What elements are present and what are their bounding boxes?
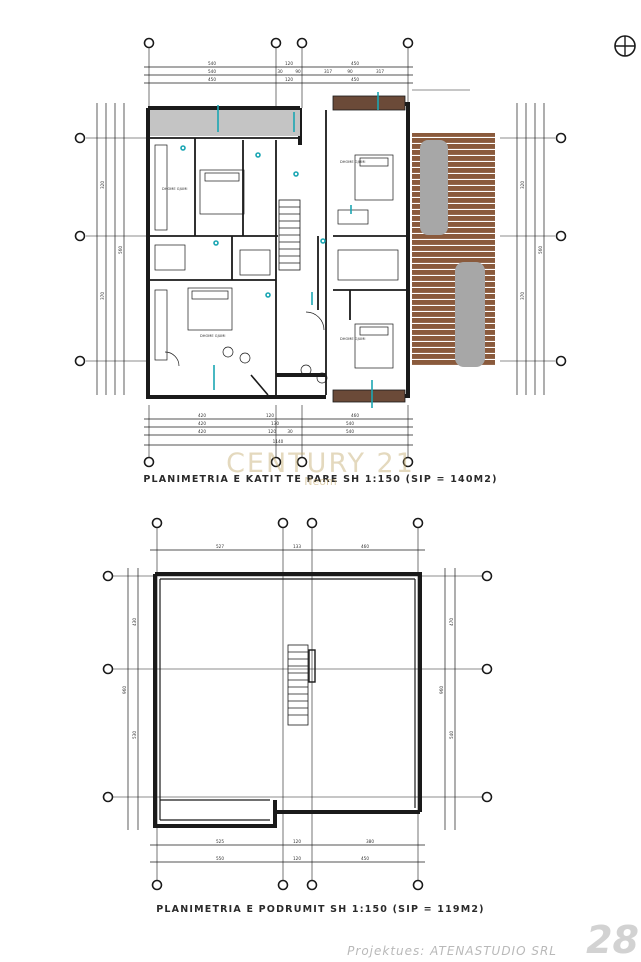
dim-label: 540 (346, 421, 354, 426)
basement-caption: PLANIMETRIA E PODRUMIT SH 1:150 (SIP = 1… (156, 904, 485, 915)
plan2-inner-walls (159, 578, 416, 821)
dim-label: 120 (268, 429, 276, 434)
plan1-bottom-dim-lines (144, 405, 413, 458)
dim-label: 420 (198, 413, 206, 418)
dim-label: 560 (538, 246, 543, 254)
plan1-top-axes (148, 48, 409, 108)
room-label: DHOME GJUMI (162, 187, 187, 191)
dim-label: 320 (520, 181, 525, 189)
plan1-axis-bubbles-right (555, 132, 567, 367)
dim-label: 30 (277, 69, 283, 74)
dim-label: 470 (449, 618, 454, 626)
dim-label: 370 (520, 292, 525, 300)
plan1-top-dim-lines (144, 66, 413, 84)
plan1-staircase (250, 199, 301, 396)
dim-label: 450 (208, 77, 216, 82)
dim-label: 90 (347, 69, 353, 74)
plan1-interior-walls (150, 110, 407, 395)
dim-label: 90 (295, 69, 301, 74)
dim-label: 540 (208, 69, 216, 74)
dim-label: 550 (216, 856, 224, 861)
dim-label: 450 (351, 61, 359, 66)
dim-label: 420 (198, 421, 206, 426)
dim-label: 380 (366, 839, 374, 844)
dim-label: 960 (122, 686, 127, 694)
tree-canopy-2 (455, 262, 485, 367)
dimension-labels: 540 120 450 540 30 90 317 90 317 450 120… (198, 61, 384, 861)
dim-label: 560 (118, 246, 123, 254)
dim-label: 460 (361, 544, 369, 549)
dim-label: 525 (216, 839, 224, 844)
room-label: DHOME GJUMI (340, 160, 365, 164)
dim-label: 450 (351, 77, 359, 82)
plan1-axis-bubbles-left (74, 132, 86, 367)
dim-label: 30 (287, 429, 293, 434)
room-label: DHOME GJUMI (340, 337, 365, 341)
tree-canopy-1 (420, 140, 448, 235)
plan2-axes-horizontal (113, 575, 482, 798)
plan1-axis-bubbles-bottom (143, 456, 414, 468)
dim-label: 133 (293, 544, 301, 549)
dim-label: 530 (132, 731, 137, 739)
dim-label: 960 (439, 686, 444, 694)
balcony-parapet-top (332, 95, 406, 111)
dim-label: 320 (100, 181, 105, 189)
dim-label: 1140 (273, 439, 284, 444)
dim-label: 120 (285, 77, 293, 82)
plan1-axis-bubbles-top (143, 37, 414, 49)
dim-label: 540 (208, 61, 216, 66)
dim-label: 430 (132, 618, 137, 626)
dim-label: 420 (198, 429, 206, 434)
dim-label: 540 (449, 731, 454, 739)
plan1-right-dims (500, 103, 555, 395)
plan2-axis-bubbles (102, 517, 493, 891)
dim-label: 120 (266, 413, 274, 418)
plan1-room-labels: DHOME GJUMI DHOME GJUMI DHOME GJUMI DHOM… (162, 160, 365, 341)
plan2-walls (153, 572, 422, 828)
dim-label: 317 (376, 69, 384, 74)
north-arrow-icon (614, 35, 636, 57)
plan1-fixtures (154, 144, 399, 384)
plan2-dim-lines (127, 549, 456, 863)
first-floor-caption: PLANIMETRIA E KATIT TE PARE SH 1:150 (SI… (143, 474, 498, 485)
balcony-parapet-bottom (332, 389, 406, 403)
bathroom-wall-hatch (150, 110, 300, 136)
dim-label: 317 (324, 69, 332, 74)
plan1-exterior-walls (146, 102, 410, 399)
dim-label: 370 (100, 292, 105, 300)
dim-label: 540 (346, 429, 354, 434)
dim-label: 120 (285, 61, 293, 66)
first-floor-plan: DHOME GJUMI DHOME GJUMI DHOME GJUMI DHOM… (74, 37, 567, 468)
designer-credit: Projektues: ATENASTUDIO SRL (347, 944, 557, 958)
page-number: 28 (586, 918, 639, 962)
basement-plan (102, 517, 493, 891)
dim-label: 130 (271, 421, 279, 426)
dim-label: 120 (293, 839, 301, 844)
dim-label: 120 (293, 856, 301, 861)
plan1-level-markers (180, 92, 379, 408)
dim-label: 460 (351, 413, 359, 418)
plan1-left-dims (86, 103, 146, 395)
vertical-dimension-labels: 320 370 560 320 370 560 430 960 530 470 … (100, 181, 543, 739)
room-label: DHOME GJUMI (200, 334, 225, 338)
dim-label: 450 (361, 856, 369, 861)
plan2-staircase (287, 644, 316, 726)
dim-label: 527 (216, 544, 224, 549)
